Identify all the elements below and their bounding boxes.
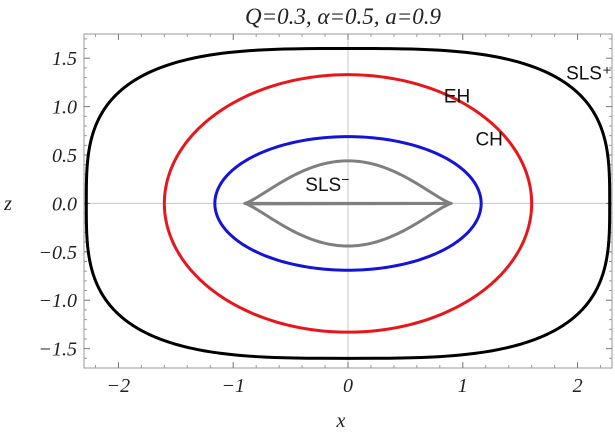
x-tick-label: −2 <box>107 375 131 397</box>
y-tick-label: −1.5 <box>39 339 78 361</box>
x-tick-label: 0 <box>343 375 353 397</box>
curve-label-eh: EH <box>444 87 470 108</box>
x-tick-label: −1 <box>221 375 245 397</box>
y-tick-label: −1.0 <box>39 290 78 312</box>
y-tick-label: 0.5 <box>52 145 77 167</box>
x-axis-label: x <box>336 410 346 432</box>
y-tick-label: 1.5 <box>52 48 77 70</box>
curve-ch <box>213 135 483 272</box>
y-axis-label: z <box>3 193 12 215</box>
curve-sls <box>243 159 453 248</box>
curve-label-sls: SLS⁺ <box>566 64 612 85</box>
curve-sls <box>84 47 612 360</box>
y-tick-label: 1.0 <box>52 97 77 119</box>
curve-label-superscript: − <box>341 171 349 187</box>
x-tick-label: 1 <box>458 375 468 397</box>
curve-eh <box>162 73 534 334</box>
curve-label-ch: CH <box>475 129 502 150</box>
chart-title: Q=0.3, α=0.5, a=0.9 <box>245 4 441 29</box>
curve-label-sls: SLS− <box>305 171 349 196</box>
x-tick-label: 2 <box>573 375 583 397</box>
y-tick-label: 0.0 <box>52 193 77 215</box>
y-tick-label: −0.5 <box>39 242 78 264</box>
